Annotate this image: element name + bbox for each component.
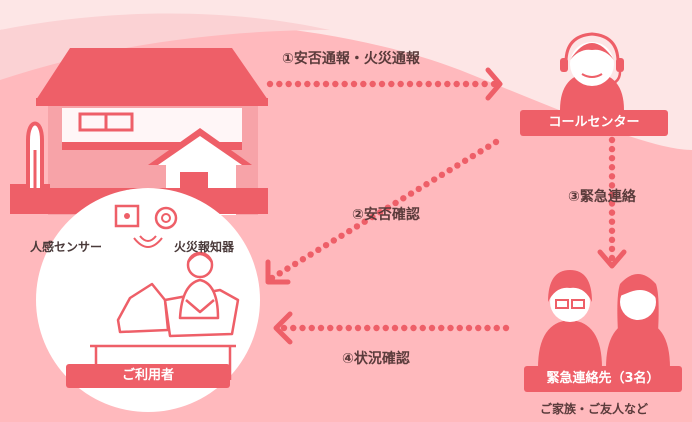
arrow-step2: [265, 138, 500, 285]
tree-icon: [26, 121, 44, 192]
emergency-contacts-sublabel: ご家族・ご友人など: [540, 402, 649, 416]
step3-label: ③緊急連絡: [568, 189, 636, 205]
background-wave-light: [0, 13, 330, 80]
fire-alarm-icon: [154, 206, 178, 230]
step4-label: ④状況確認: [342, 351, 410, 367]
arrow-step4: [273, 311, 510, 345]
motion-sensor-icon: [114, 204, 140, 228]
emergency-contacts-tag: 緊急連絡先（3名）: [524, 366, 682, 392]
arrow-step1: [266, 67, 503, 101]
elderly-user-icon: [90, 251, 240, 380]
sensor-waves: [133, 235, 163, 248]
step2-label: ②安否確認: [352, 207, 420, 223]
step1-label: ①安否通報・火災通報: [282, 51, 420, 67]
user-tag: ご利用者: [66, 364, 230, 388]
operator-headset-icon: [560, 32, 624, 110]
arrow-step3: [597, 136, 627, 269]
motion-sensor-label: 人感センサー: [30, 240, 103, 254]
call-center-tag: コールセンター: [520, 110, 668, 136]
fire-alarm-label: 火災報知器: [174, 240, 235, 254]
family-icon: [538, 270, 670, 368]
